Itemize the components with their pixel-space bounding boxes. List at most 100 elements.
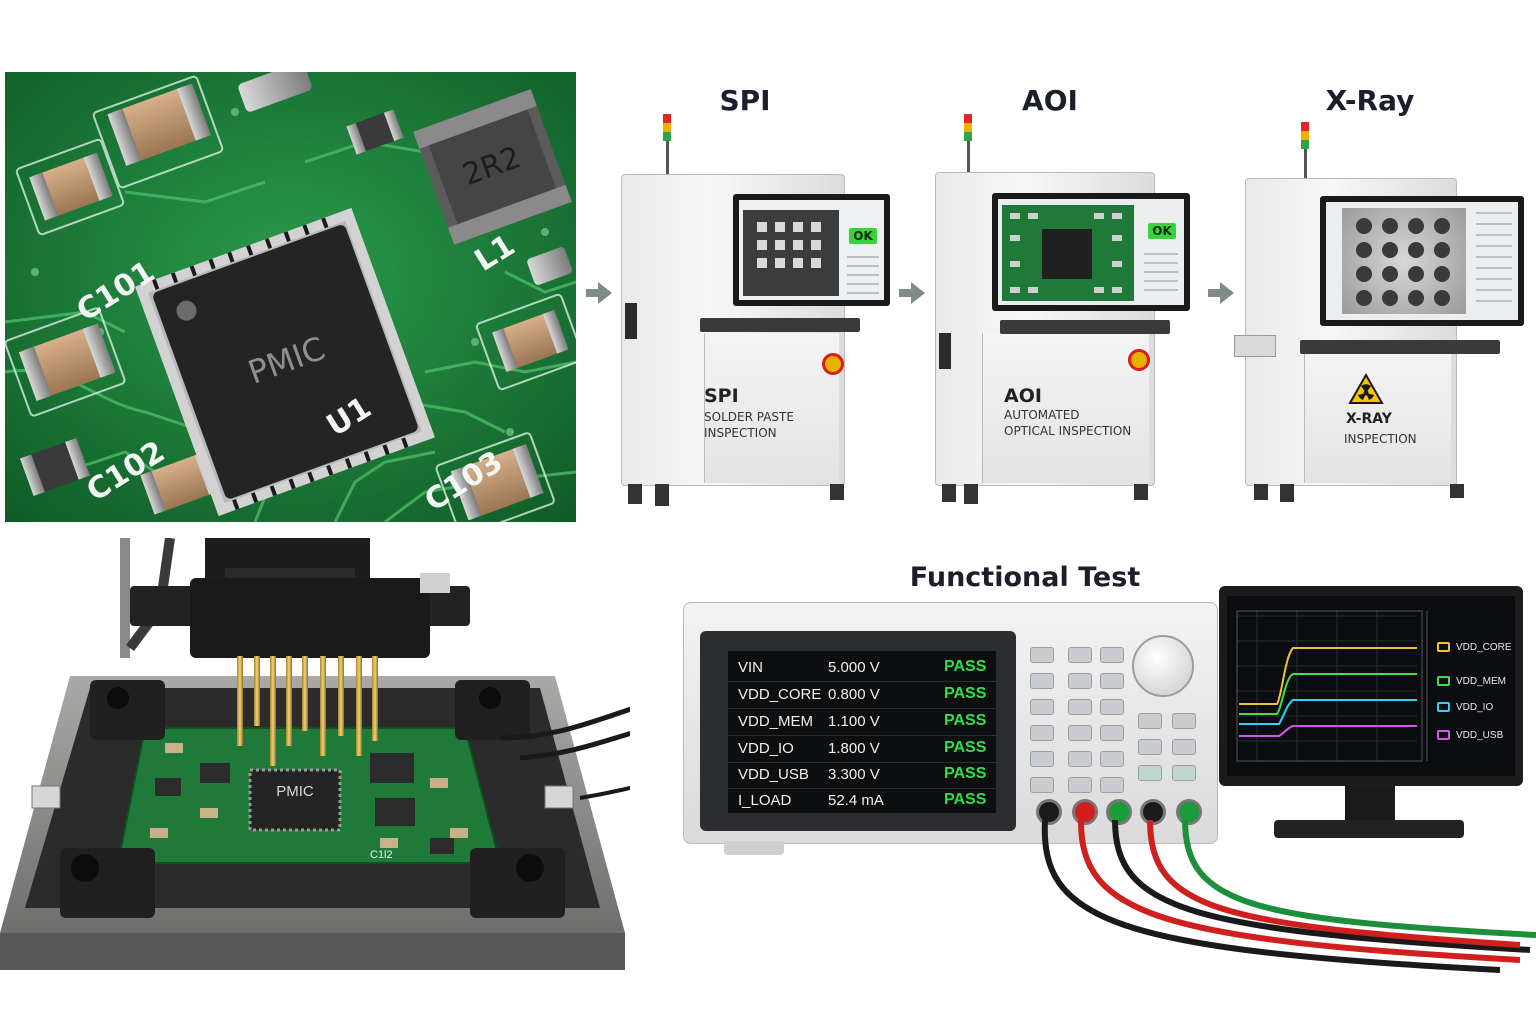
machine-xray-door [1304, 351, 1451, 483]
readout-value: 3.300 V [828, 766, 880, 783]
machine-aoi-label-title: AOI [1004, 385, 1042, 407]
scope-legend-item: VDD_IO [1437, 702, 1493, 713]
arrow-to-aoi-tail [586, 289, 598, 297]
arrow-spi-in [598, 282, 612, 304]
instrument-foot [724, 841, 784, 855]
stack-light-aoi [964, 114, 972, 141]
keypad-button[interactable] [1138, 739, 1162, 755]
machine-xray-label-title: X-RAY [1346, 411, 1392, 427]
arrow-to-xray [1220, 282, 1234, 304]
readout-row: VDD_USB 3.300 V PASS [728, 762, 996, 789]
monitor-spi-screen: OK [739, 200, 884, 300]
monitor-spi: OK [733, 194, 890, 306]
scope-legend-item: VDD_MEM [1437, 676, 1506, 687]
scope-screen: VDD_CORE VDD_MEM VDD_IO VDD_USB [1227, 596, 1515, 776]
machine-aoi-conveyor [1000, 320, 1170, 334]
readout-status: PASS [944, 685, 987, 702]
readout-name: VDD_IO [738, 740, 794, 757]
keypad-button[interactable] [1030, 699, 1054, 715]
monitor-aoi-ok-badge: OK [1148, 223, 1176, 239]
machine-spi-label-line1: SOLDER PASTE [704, 410, 794, 424]
keypad-button[interactable] [1172, 765, 1196, 781]
keypad-button[interactable] [1172, 713, 1196, 729]
keypad-button[interactable] [1068, 725, 1092, 741]
scope-traces-graphic [1236, 610, 1428, 762]
monitor-xray-data-lines [1476, 212, 1512, 302]
monitor-aoi-screen: OK [998, 199, 1184, 305]
readout-value: 1.800 V [828, 740, 880, 757]
readout-name: VIN [738, 659, 764, 676]
keypad-button[interactable] [1030, 647, 1054, 663]
machine-xray-side-slot [1234, 335, 1276, 357]
machine-spi-estop [822, 353, 844, 375]
stack-light-pole-spi [666, 141, 669, 175]
readout-status: PASS [944, 765, 987, 782]
keypad-button[interactable] [1030, 725, 1054, 741]
keypad-button[interactable] [1100, 673, 1124, 689]
readout-display: VIN 5.000 V PASS VDD_CORE 0.800 V PASS V… [728, 651, 996, 813]
keypad-button[interactable] [1100, 647, 1124, 663]
radiation-warning-icon [1348, 372, 1384, 405]
stack-light-pole-xray [1304, 149, 1307, 179]
keypad-button[interactable] [1100, 777, 1124, 793]
bga-xray-graphic [1356, 218, 1450, 306]
stage-heading-spi: SPI [719, 84, 771, 117]
monitor-spi-ok-badge: OK [849, 228, 877, 244]
monitor-aoi-data-lines [1144, 253, 1178, 297]
machine-aoi-label-line1: AUTOMATED [1004, 408, 1080, 422]
keypad-button[interactable] [1172, 739, 1196, 755]
readout-status: PASS [944, 658, 987, 675]
arrow-to-aoi [911, 282, 925, 304]
machine-xray-conveyor [1300, 340, 1500, 354]
machine-spi-conveyor [700, 318, 860, 332]
keypad-button[interactable] [1100, 725, 1124, 741]
monitor-xray-screen [1326, 202, 1518, 320]
readout-row: VDD_CORE 0.800 V PASS [728, 682, 996, 709]
machine-spi-side-slot [625, 303, 637, 339]
rotary-knob[interactable] [1132, 635, 1194, 697]
solder-paste-pads-graphic [757, 222, 821, 268]
stage-heading-xray: X-Ray [1325, 84, 1415, 117]
readout-row: VDD_MEM 1.100 V PASS [728, 709, 996, 736]
keypad-button[interactable] [1068, 699, 1092, 715]
legend-label: VDD_USB [1456, 730, 1504, 741]
readout-name: VDD_USB [738, 766, 809, 783]
keypad-button[interactable] [1030, 751, 1054, 767]
readout-name: VDD_CORE [738, 686, 822, 703]
monitor-aoi: OK [992, 193, 1190, 311]
scope-monitor-stand [1345, 786, 1395, 822]
keypad-button[interactable] [1100, 699, 1124, 715]
keypad-button[interactable] [1138, 765, 1162, 781]
machine-aoi-side-slot [939, 333, 951, 369]
machine-aoi-door [982, 333, 1149, 483]
test-instrument: VIN 5.000 V PASS VDD_CORE 0.800 V PASS V… [683, 602, 1218, 855]
monitor-xray [1320, 196, 1524, 326]
legend-swatch [1437, 642, 1450, 653]
monitor-aoi-image [1002, 205, 1134, 301]
scope-legend-item: VDD_USB [1437, 730, 1503, 741]
legend-label: VDD_MEM [1456, 676, 1507, 687]
keypad-button[interactable] [1138, 713, 1162, 729]
readout-row: VIN 5.000 V PASS [728, 655, 996, 682]
readout-status: PASS [944, 712, 987, 729]
terminal-red[interactable] [1072, 799, 1098, 825]
keypad-button[interactable] [1068, 751, 1092, 767]
terminal-green-2[interactable] [1176, 799, 1202, 825]
keypad-button[interactable] [1068, 647, 1092, 663]
readout-status: PASS [944, 739, 987, 756]
scope-legend-item: VDD_CORE [1437, 642, 1512, 653]
stage-heading-aoi: AOI [1022, 84, 1078, 117]
readout-row: VDD_IO 1.800 V PASS [728, 736, 996, 763]
machine-xray: X-RAY INSPECTION [1234, 178, 1457, 486]
keypad-button[interactable] [1100, 751, 1124, 767]
keypad-button[interactable] [1030, 673, 1054, 689]
monitor-spi-data-lines [847, 256, 879, 296]
legend-label: VDD_CORE [1456, 642, 1512, 653]
keypad-button[interactable] [1068, 777, 1092, 793]
terminal-black[interactable] [1036, 799, 1062, 825]
keypad-button[interactable] [1068, 673, 1092, 689]
legend-swatch [1437, 730, 1450, 741]
test-leads-graphic [1041, 819, 1536, 973]
terminal-green[interactable] [1106, 799, 1132, 825]
keypad-button[interactable] [1030, 777, 1054, 793]
